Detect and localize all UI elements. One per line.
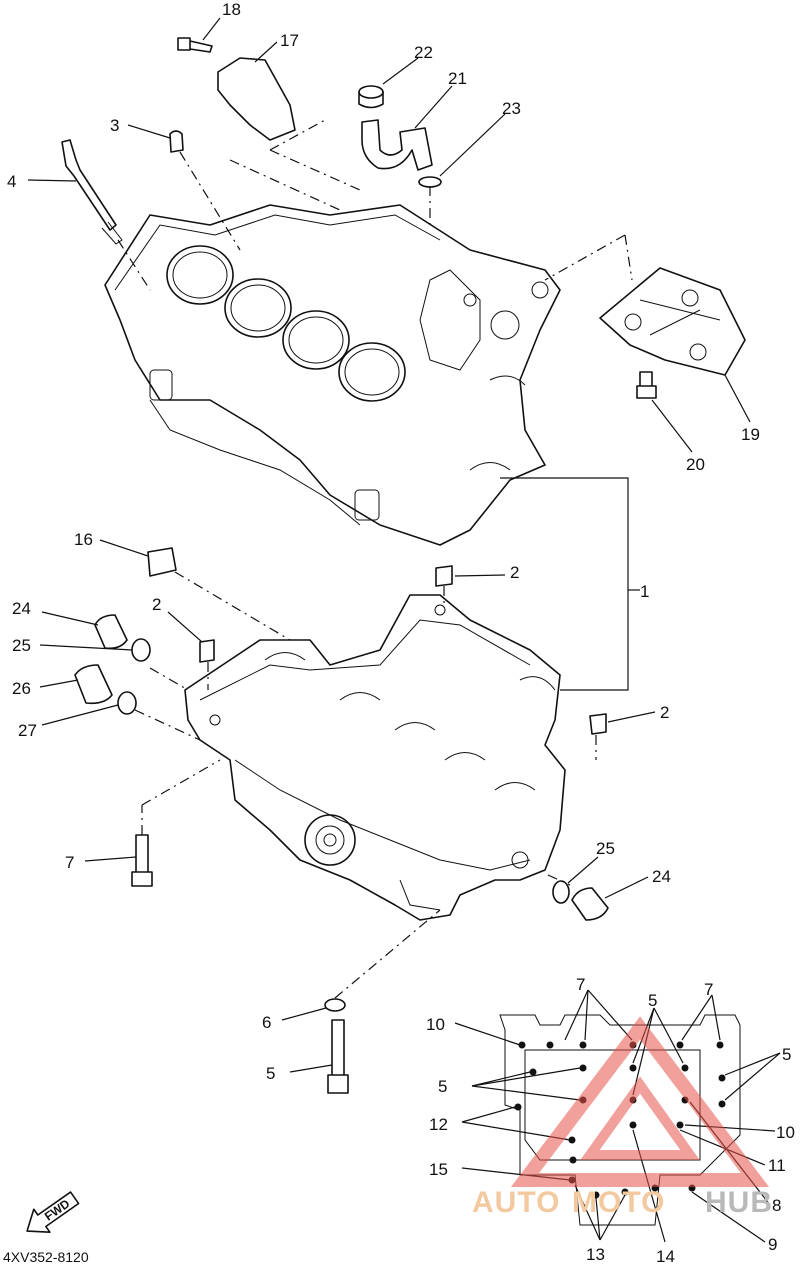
- inset-callout-5-top: 5: [648, 991, 657, 1010]
- callout-3: 3: [110, 116, 119, 135]
- callout-5: 5: [266, 1064, 275, 1083]
- callout-22: 22: [414, 43, 433, 62]
- callout-6: 6: [262, 1013, 271, 1032]
- callout-23: 23: [502, 99, 521, 118]
- callout-18: 18: [222, 0, 241, 19]
- callout-24-right: 24: [652, 867, 671, 886]
- inset-callout-5-right: 5: [782, 1045, 791, 1064]
- callout-17: 17: [280, 31, 299, 50]
- upper-crankcase: [104, 204, 561, 546]
- callout-24-left: 24: [12, 599, 31, 618]
- inset-callout-9: 9: [768, 1235, 777, 1254]
- callout-7-left: 7: [65, 853, 74, 872]
- inset-callout-13: 13: [586, 1245, 605, 1264]
- fwd-label: FWD: [42, 1196, 73, 1223]
- inset-callout-7-right: 7: [704, 980, 713, 999]
- inset-callout-7-left: 7: [576, 975, 585, 994]
- callout-26: 26: [12, 679, 31, 698]
- watermark-moto: MOTO: [572, 1186, 665, 1219]
- callout-2-left: 2: [152, 595, 161, 614]
- inset-callout-5-left: 5: [438, 1077, 447, 1096]
- callout-16: 16: [74, 530, 93, 549]
- watermark-auto: AUTO: [472, 1186, 560, 1219]
- callout-25-left: 25: [12, 636, 31, 655]
- callout-2-top: 2: [510, 563, 519, 582]
- inset-callout-15: 15: [429, 1160, 448, 1179]
- watermark-triangle: [510, 1016, 770, 1187]
- inset-callout-10-left: 10: [426, 1015, 445, 1034]
- small-parts: [61, 37, 746, 1094]
- inset-callout-14: 14: [656, 1247, 675, 1266]
- callout-2-right: 2: [660, 703, 669, 722]
- inset-callout-10-right: 10: [776, 1123, 795, 1142]
- callout-19: 19: [741, 425, 760, 444]
- inset-callout-12: 12: [429, 1115, 448, 1134]
- callout-1: 1: [640, 582, 649, 601]
- callout-labels: 18 17 22 21 23 3 4 20 19 16 2 2 2 1 24 2…: [7, 0, 795, 1266]
- part-code: 4XV352-8120: [3, 1249, 89, 1265]
- callout-25-right: 25: [596, 839, 615, 858]
- callout-21: 21: [448, 69, 467, 88]
- callout-20: 20: [686, 455, 705, 474]
- watermark-hub: HUB: [705, 1186, 773, 1219]
- fwd-arrow: FWD: [26, 1191, 80, 1234]
- watermark: AUTO MOTO HUB: [472, 1016, 773, 1219]
- inset-callout-8: 8: [772, 1196, 781, 1215]
- inset-callout-11: 11: [768, 1156, 786, 1175]
- callout-4: 4: [7, 172, 16, 191]
- callout-27: 27: [18, 721, 37, 740]
- lower-crankcase: [184, 594, 566, 921]
